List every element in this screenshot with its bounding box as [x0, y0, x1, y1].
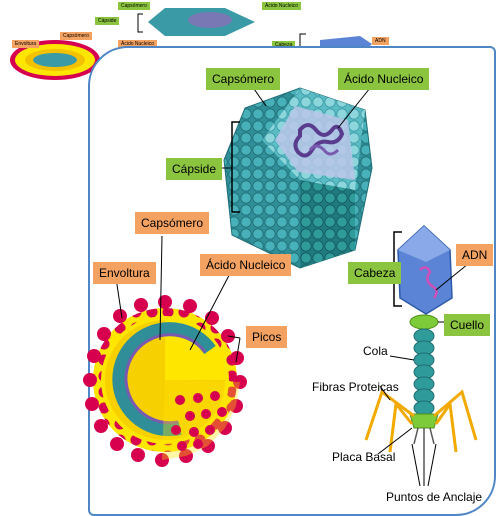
enveloped-virus: [83, 295, 247, 467]
label-envoltura: Envoltura: [93, 262, 156, 284]
label-puntos-anclaje: Puntos de Anclaje: [380, 486, 488, 508]
label-acido-nucleico-2: Ácido Nucleico: [200, 254, 291, 276]
label-adn: ADN: [456, 244, 493, 266]
phage-collar: [410, 315, 438, 329]
phage-base-plate: [410, 414, 438, 428]
label-fibras-proteicas: Fibras Proteicas: [306, 376, 405, 398]
label-capsomero: Capsómero: [206, 68, 280, 90]
label-capside: Cápside: [166, 158, 222, 180]
label-placa-basal: Placa Basal: [326, 446, 401, 468]
label-cola: Cola: [357, 340, 394, 362]
label-cuello: Cuello: [444, 314, 490, 336]
label-acido-nucleico: Ácido Nucleico: [338, 68, 429, 90]
label-cabeza: Cabeza: [348, 262, 401, 284]
phage-tail: [414, 329, 434, 415]
label-capsomero-2: Capsómero: [135, 212, 209, 234]
label-picos: Picos: [246, 326, 287, 348]
icosahedral-capsid: [224, 88, 372, 268]
